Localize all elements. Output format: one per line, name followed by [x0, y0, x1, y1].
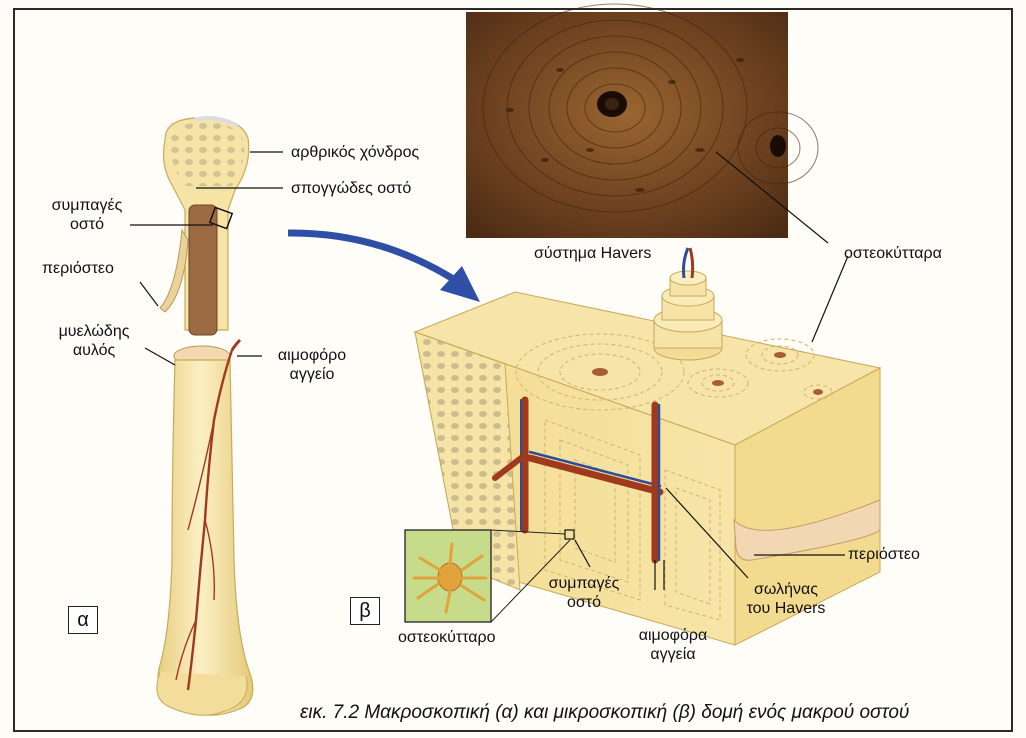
label-marrow-cavity: μυελώδης αυλός [48, 322, 140, 360]
label-compact-bone-a: συμπαγές οστό [47, 196, 127, 234]
label-haversian-canal: σωλήνας του Havers [736, 580, 836, 618]
pointer-arrow [288, 233, 458, 282]
label-osteocyte: οστεοκύτταρο [398, 628, 496, 647]
label-blood-vessels: αιμοφόρα αγγεία [628, 626, 718, 664]
panel-letter-b: β [350, 597, 380, 625]
label-periosteum-a: περιόστεο [42, 259, 114, 278]
label-compact-bone-b: συμπαγές οστό [542, 574, 626, 612]
long-bone [157, 118, 253, 715]
label-articular-cartilage: αρθρικός χόνδρος [291, 143, 419, 162]
panel-letter-a: α [68, 606, 98, 634]
figure-caption: εικ. 7.2 Μακροσκοπική (α) και μικροσκοπι… [300, 702, 909, 724]
haversian-micrograph [466, 4, 818, 238]
label-periosteum-b: περιόστεο [848, 545, 920, 564]
label-blood-vessel: αιμοφόρο αγγείο [268, 346, 356, 384]
label-osteocytes: οστεοκύτταρα [844, 244, 942, 263]
label-spongy-bone: σπογγώδες οστό [291, 179, 411, 198]
label-haversian-system: σύστημα Havers [534, 244, 651, 263]
